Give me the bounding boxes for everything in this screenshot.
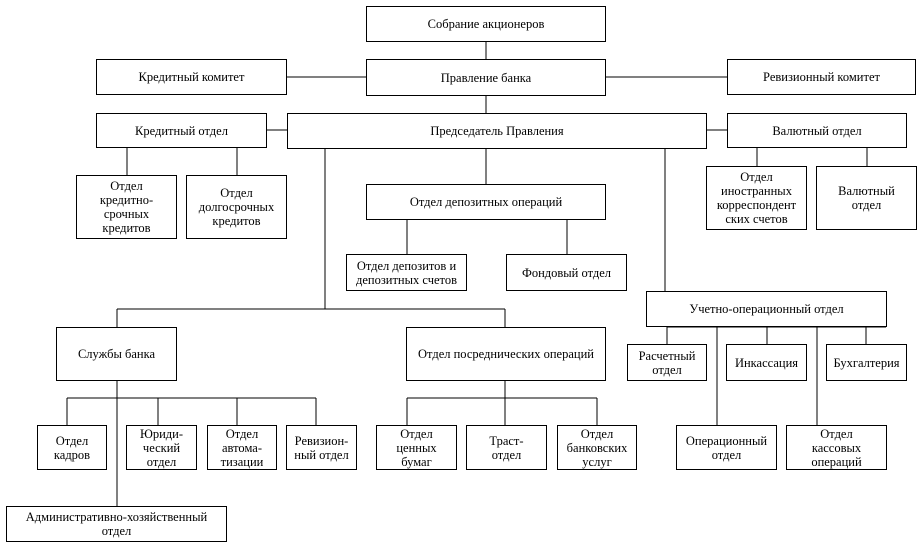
node-legal: Юриди- ческий отдел	[126, 425, 197, 470]
node-audit-dept: Ревизион- ный отдел	[286, 425, 357, 470]
node-cash-ops: Отдел кассовых операций	[786, 425, 887, 470]
node-stock-dept: Фондовый отдел	[506, 254, 627, 291]
node-long-term-loans: Отдел долгосрочных кредитов	[186, 175, 287, 239]
node-hr: Отдел кадров	[37, 425, 107, 470]
node-operational: Операционный отдел	[676, 425, 777, 470]
node-shareholders: Собрание акционеров	[366, 6, 606, 42]
node-automation: Отдел автома- тизации	[207, 425, 277, 470]
node-chairman: Председатель Правления	[287, 113, 707, 149]
node-short-term-loans: Отдел кредитно- срочных кредитов	[76, 175, 177, 239]
node-bookkeeping: Бухгалтерия	[826, 344, 907, 381]
node-accounting-ops: Учетно-операционный отдел	[646, 291, 887, 327]
node-credit-committee: Кредитный комитет	[96, 59, 287, 95]
node-trust: Траст- отдел	[466, 425, 547, 470]
node-foreign-corr: Отдел иностранных корреспондент ских сче…	[706, 166, 807, 230]
node-board: Правление банка	[366, 59, 606, 96]
node-banking-services: Отдел банковских услуг	[557, 425, 637, 470]
node-intermediary-ops: Отдел посреднических операций	[406, 327, 606, 381]
node-deposit-ops: Отдел депозитных операций	[366, 184, 606, 220]
node-audit-committee: Ревизионный комитет	[727, 59, 916, 95]
node-admin: Административно-хозяйственный отдел	[6, 506, 227, 542]
node-currency-dept-main: Валютный отдел	[727, 113, 907, 148]
node-settlement: Расчетный отдел	[627, 344, 707, 381]
node-bank-services: Службы банка	[56, 327, 177, 381]
node-deposits-accounts: Отдел депозитов и депозитных счетов	[346, 254, 467, 291]
node-collection: Инкассация	[726, 344, 807, 381]
node-currency-dept-sub: Валютный отдел	[816, 166, 917, 230]
node-credit-dept: Кредитный отдел	[96, 113, 267, 148]
node-securities: Отдел ценных бумаг	[376, 425, 457, 470]
